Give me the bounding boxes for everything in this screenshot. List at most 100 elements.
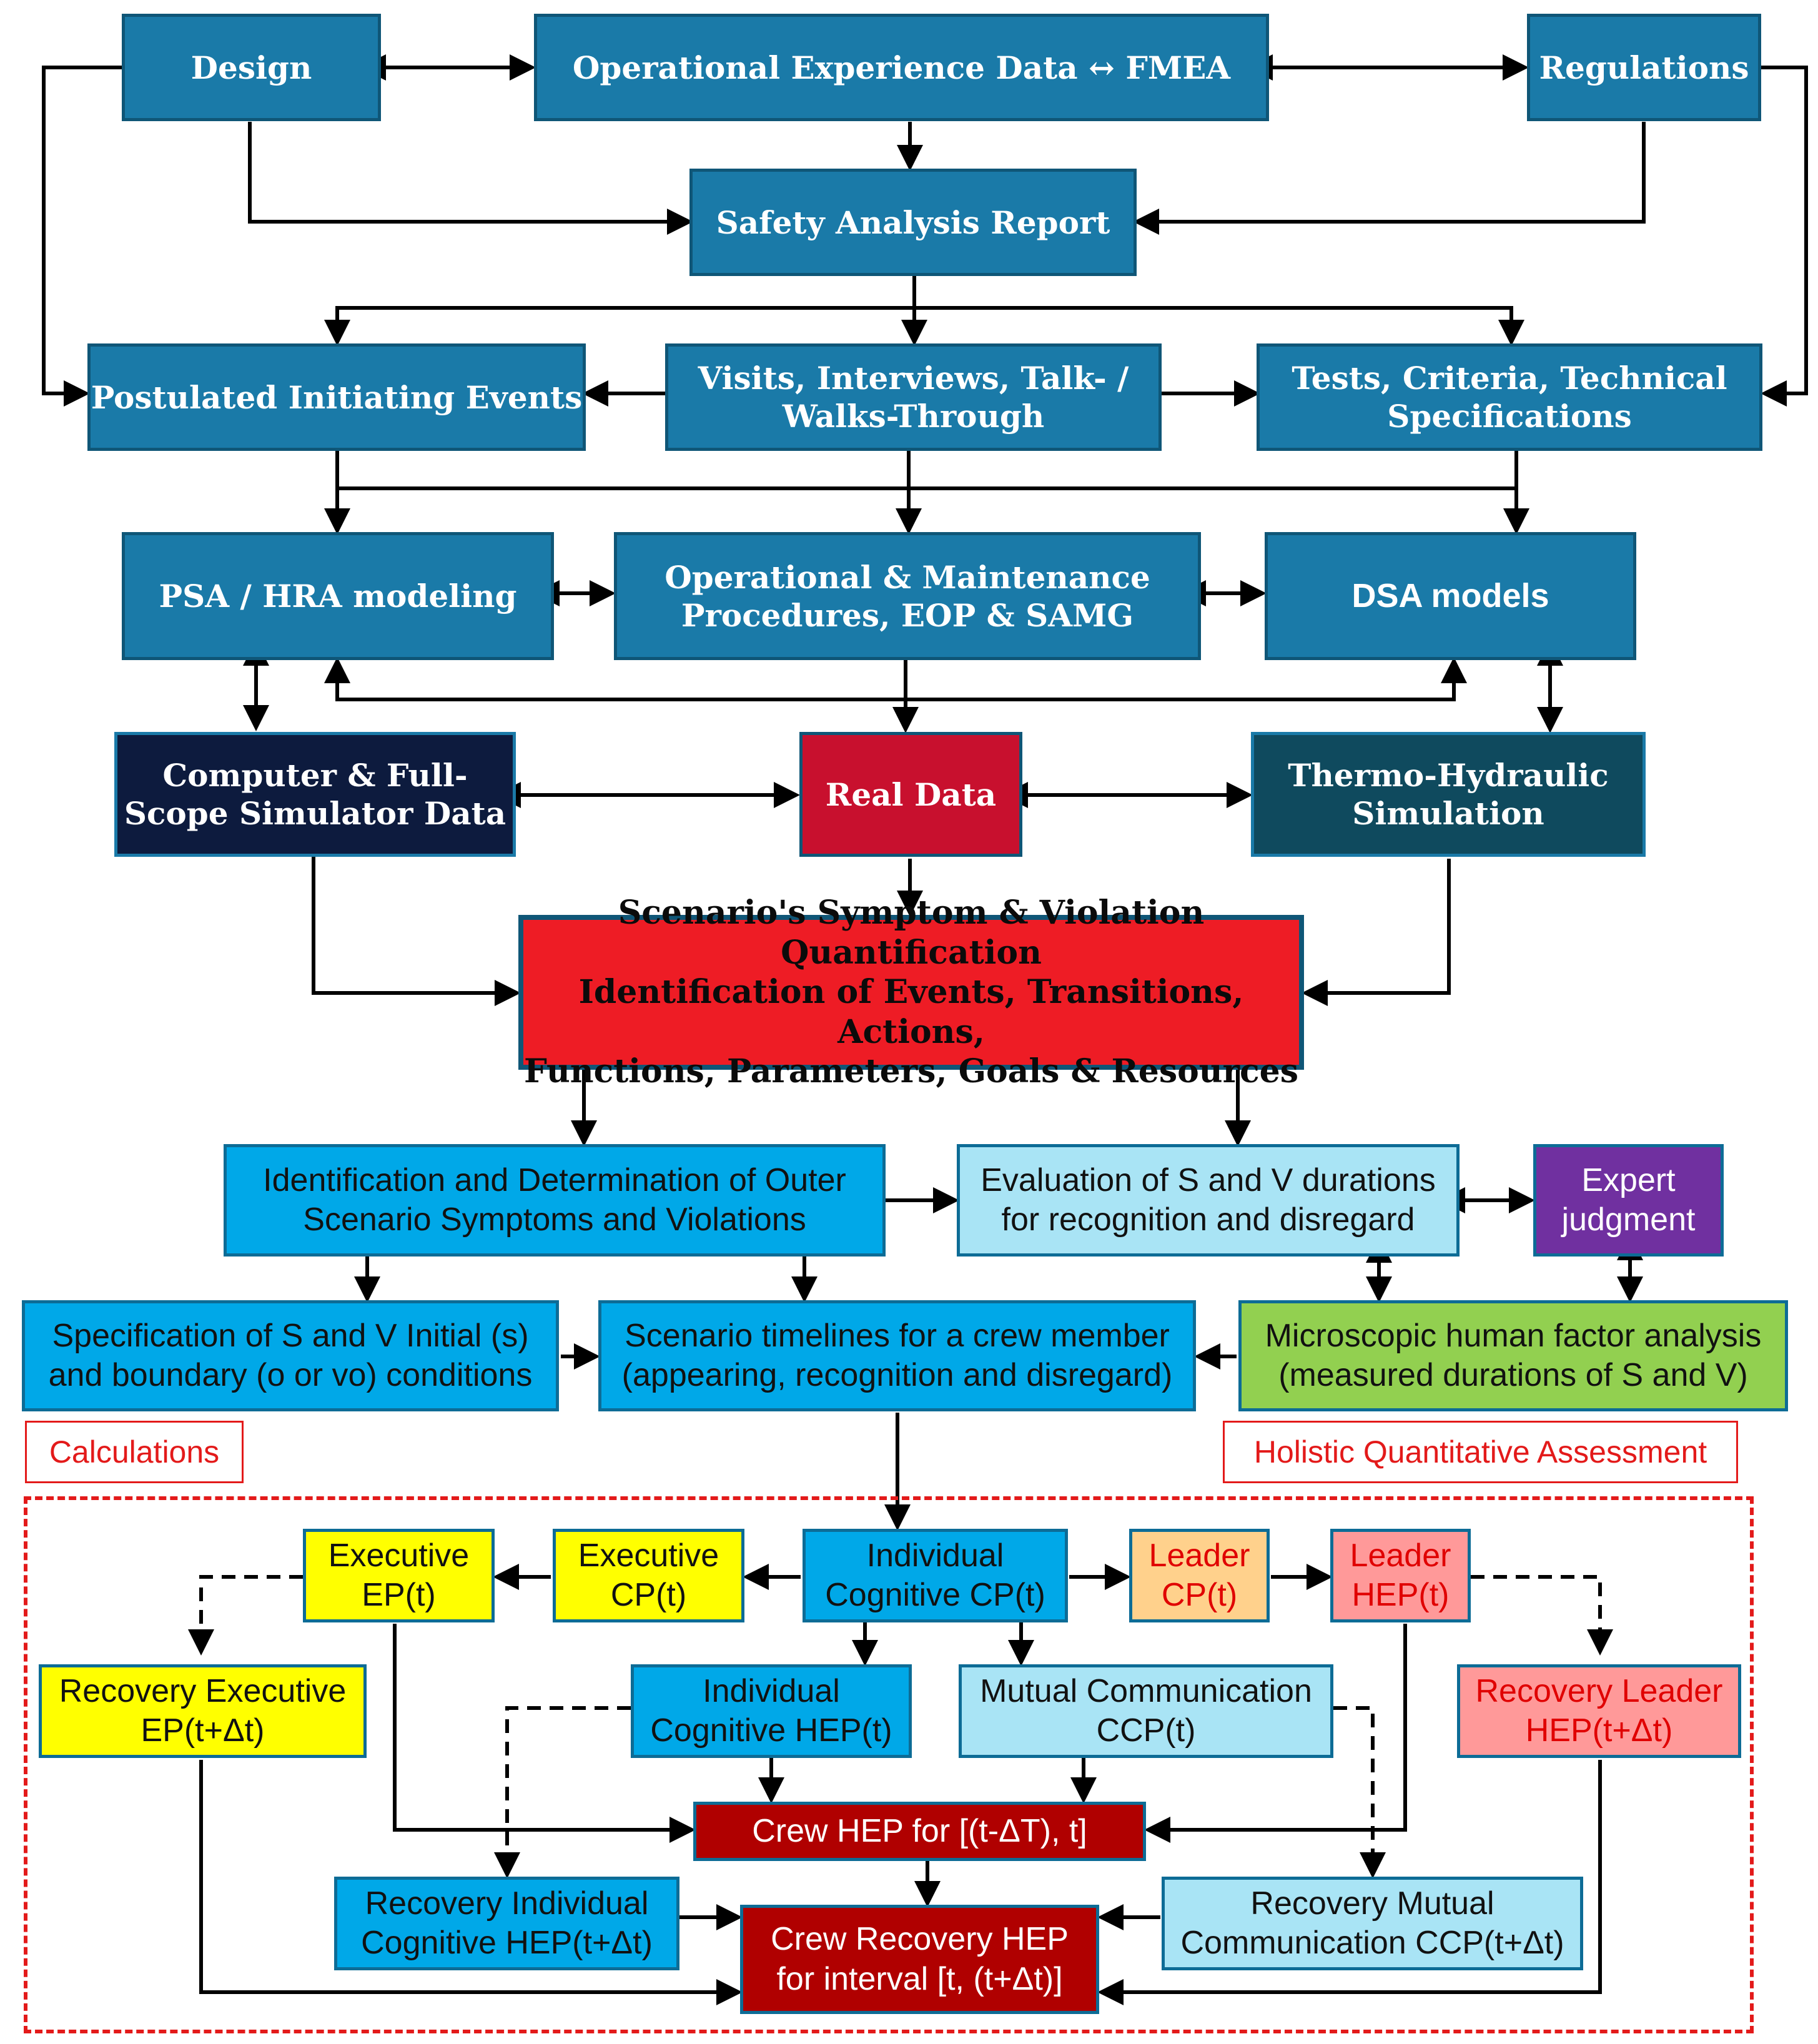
node-recovery-executive-ep-line-1: Recovery Executive <box>59 1672 347 1709</box>
node-leader-hep-line-1: Leader <box>1350 1537 1451 1574</box>
node-recovery-mutual-communication-ccp-line-1: Recovery Mutual <box>1250 1885 1494 1922</box>
node-safety-analysis-report: Safety Analysis Report <box>689 169 1137 276</box>
edge-feedback-psa <box>324 657 906 701</box>
node-simulator-data-line-1: Computer & Full- <box>162 757 468 794</box>
edge-design-pie <box>42 66 122 407</box>
node-recovery-executive-ep-line-2: EP(t+Δt) <box>141 1712 265 1749</box>
edge-execep-recexec-dashed <box>188 1575 303 1656</box>
node-thermo-hydraulic-simulation-line-2: Simulation <box>1352 795 1544 832</box>
node-symptom-violation-quantification: Scenario's Symptom & Violation Quantific… <box>518 894 1304 1090</box>
node-postulated-initiating-events-line-1: Postulated Initiating Events <box>91 378 583 416</box>
node-operational-procedures-line-2: Procedures, EOP & SAMG <box>681 596 1134 634</box>
node-expert-judgment-line-2: judgment <box>1561 1202 1696 1238</box>
node-microscopic-human-factor-line-2: (measured durations of S and V) <box>1278 1357 1748 1393</box>
node-recovery-leader-hep-line-2: HEP(t+Δt) <box>1525 1712 1673 1749</box>
node-symptom-violation-quantification-line-3: Functions, Parameters, Goals & Resources <box>523 1052 1299 1091</box>
node-outer-symptoms-violations-line-1: Identification and Determination of Oute… <box>263 1162 846 1198</box>
edge-execep-crewhep <box>393 1624 696 1843</box>
node-crew-hep: Crew HEP for [(t-ΔT), t] <box>693 1802 1146 1861</box>
node-individual-cognitive-cp-line-1: Individual <box>866 1537 1004 1574</box>
node-executive-ep-line-1: Executive <box>328 1537 470 1574</box>
node-recovery-leader-hep-line-1: Recovery Leader <box>1475 1672 1723 1709</box>
calculation-region-border <box>24 1496 1754 2033</box>
node-operational-experience-fmea: Operational Experience Data ↔ FMEA <box>534 14 1269 121</box>
node-mutual-communication-ccp-line-2: CCP(t) <box>1096 1712 1196 1749</box>
node-executive-cp-line-1: Executive <box>578 1537 719 1574</box>
label-holistic-quantitative-assessment: Holistic Quantitative Assessment <box>1223 1421 1738 1483</box>
node-design: Design <box>122 14 381 121</box>
node-executive-cp-line-2: CP(t) <box>610 1577 687 1613</box>
node-outer-symptoms-violations: Identification and Determination of Oute… <box>224 1144 886 1257</box>
node-postulated-initiating-events: Postulated Initiating Events <box>87 343 586 451</box>
node-specification-initial-boundary-line-2: and boundary (o or vo) conditions <box>48 1357 533 1393</box>
node-psa-hra-modeling-line-1: PSA / HRA modeling <box>159 578 517 615</box>
edge-sar-tests <box>914 306 1524 346</box>
node-symptom-violation-quantification-line-1: Scenario's Symptom & Violation Quantific… <box>618 894 1205 972</box>
node-crew-hep-line-1: Crew HEP for [(t-ΔT), t] <box>752 1812 1087 1849</box>
node-individual-cognitive-cp-line-2: Cognitive CP(t) <box>825 1577 1045 1613</box>
edge-thermo-quant <box>1302 859 1451 1006</box>
node-scenario-timelines-line-1: Scenario timelines for a crew member <box>625 1317 1170 1354</box>
node-visits-interviews-line-2: Walks-Through <box>782 398 1045 435</box>
node-visits-interviews-line-1: Visits, Interviews, Talk- / <box>698 360 1129 397</box>
edge-recexec-crewrec <box>199 1760 743 2005</box>
node-individual-cognitive-hep-line-2: Cognitive HEP(t) <box>650 1712 892 1749</box>
node-scenario-timelines: Scenario timelines for a crew member(app… <box>598 1300 1196 1411</box>
node-microscopic-human-factor-line-1: Microscopic human factor analysis <box>1265 1317 1762 1354</box>
node-simulator-data-line-2: Scope Simulator Data <box>124 795 506 832</box>
node-recovery-individual-cognitive-hep-line-1: Recovery Individual <box>365 1885 649 1922</box>
node-dsa-models-line-1: DSA models <box>1351 576 1549 615</box>
edge-leaderhep-crewhep <box>1144 1624 1407 1843</box>
node-dsa-models: DSA models <box>1265 532 1636 660</box>
node-recovery-individual-cognitive-hep-line-2: Cognitive HEP(t+Δt) <box>361 1925 653 1961</box>
node-real-data: Real Data <box>799 732 1022 857</box>
node-tests-criteria-line-2: Specifications <box>1387 398 1632 435</box>
node-thermo-hydraulic-simulation-line-1: Thermo-Hydraulic <box>1288 757 1609 794</box>
label-calculations-line-1: Calculations <box>49 1434 220 1469</box>
node-simulator-data: Computer & Full-Scope Simulator Data <box>114 732 516 857</box>
edge-sar-pie <box>324 306 914 346</box>
node-tests-criteria-line-1: Tests, Criteria, Technical <box>1292 360 1727 397</box>
node-mutual-communication-ccp-line-1: Mutual Communication <box>980 1672 1312 1709</box>
node-regulations-line-1: Regulations <box>1539 49 1749 86</box>
node-recovery-mutual-communication-ccp-line-2: Communication CCP(t+Δt) <box>1180 1925 1564 1961</box>
node-symptom-violation-quantification-line-2: Identification of Events, Transitions, A… <box>578 973 1244 1051</box>
node-evaluation-durations-line-1: Evaluation of S and V durations <box>981 1162 1436 1198</box>
node-scenario-timelines-line-2: (appearing, recognition and disregard) <box>621 1357 1173 1393</box>
node-operational-procedures-line-1: Operational & Maintenance <box>664 558 1150 596</box>
edge-indivhep-recindiv-dashed <box>494 1706 631 1879</box>
edge-regulations-tests <box>1761 66 1808 407</box>
edge-design-sar <box>248 122 693 235</box>
node-leader-hep-line-2: HEP(t) <box>1351 1577 1450 1613</box>
node-individual-cognitive-hep-line-1: Individual <box>703 1672 840 1709</box>
node-design-line-1: Design <box>190 49 312 86</box>
node-outer-symptoms-violations-line-2: Scenario Symptoms and Violations <box>303 1202 806 1238</box>
node-crew-recovery-hep-line-1: Crew Recovery HEP <box>771 1921 1069 1958</box>
node-operational-experience-fmea-line-1: Operational Experience Data ↔ FMEA <box>572 49 1231 86</box>
edge-feedback-dsa <box>906 657 1467 701</box>
node-leader-cp-line-1: Leader <box>1149 1537 1250 1574</box>
label-holistic-quantitative-assessment-line-1: Holistic Quantitative Assessment <box>1253 1434 1707 1469</box>
node-leader-cp-line-2: CP(t) <box>1161 1577 1238 1613</box>
edge-recleader-crewrec <box>1097 1760 1602 2005</box>
edge-regulations-sar <box>1133 122 1646 235</box>
node-specification-initial-boundary-line-1: Specification of S and V Initial (s) <box>52 1317 529 1354</box>
node-expert-judgment-line-1: Expert <box>1581 1162 1676 1198</box>
node-microscopic-human-factor: Microscopic human factor analysis(measur… <box>1238 1300 1788 1411</box>
